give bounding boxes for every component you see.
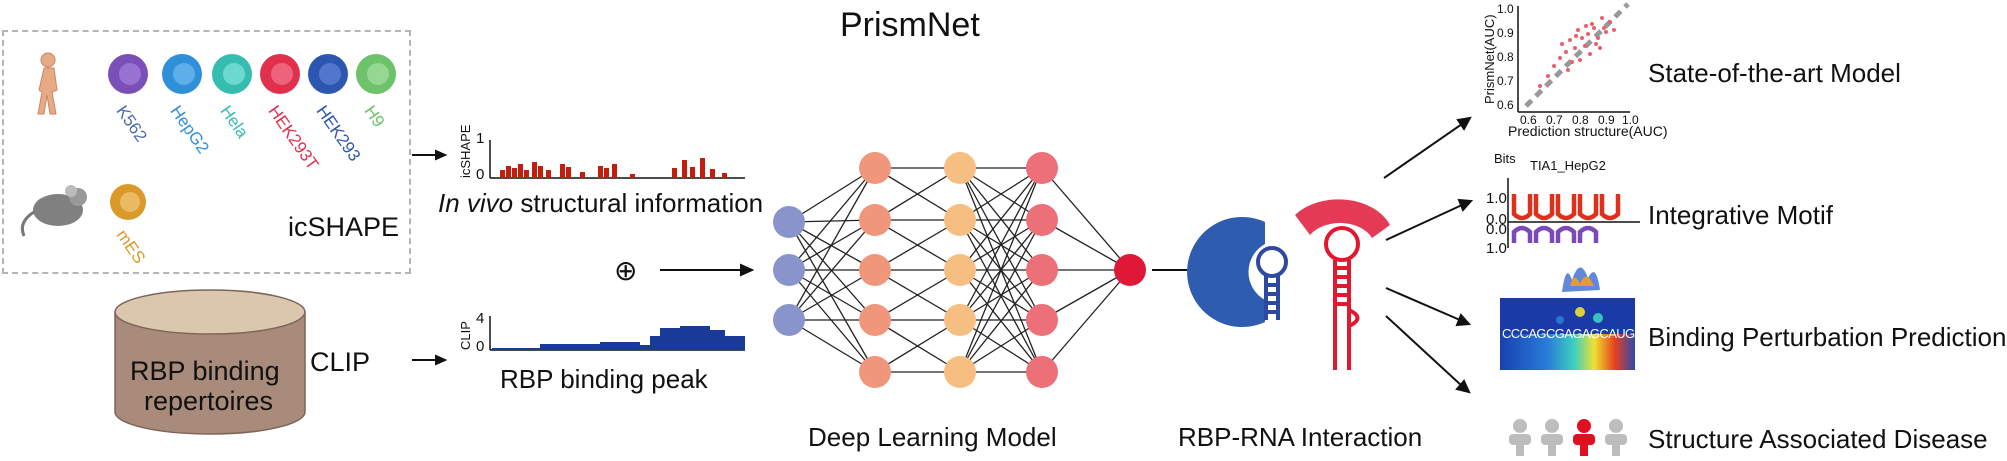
motif-name: TIA1_HepG2 — [1530, 158, 1606, 173]
perturbation-heatmap — [1500, 267, 1635, 370]
scatter-caption: State-of-the-art Model — [1648, 58, 1901, 88]
disease-icons — [1509, 419, 1627, 456]
scatter-plot — [1517, 2, 1630, 113]
interaction-caption: RBP-RNA Interaction — [1178, 422, 1423, 452]
perturbation-sequence: CCCAGCGAGAGCAUGAUCCCA — [1502, 326, 1686, 341]
icshape-tick-0: 0 — [476, 166, 485, 183]
motif-tick-top-0: 0.0 — [1486, 211, 1507, 228]
cell-line-hela-icon — [212, 54, 252, 94]
scatter-ylabel: PrismNet(AUC) — [1482, 14, 1497, 104]
scatter-xlabel: Prediction structure(AUC) — [1508, 123, 1668, 139]
motif-tick-bottom-1: 1.0 — [1486, 240, 1507, 257]
icshape-caption: In vivo structural information — [438, 188, 763, 219]
arrow-to-perturbation — [1385, 287, 1461, 321]
clip-axis-title: CLIP — [458, 321, 473, 350]
clip-tick-0: 0 — [476, 338, 485, 355]
repertoire-label-1: RBP binding — [130, 356, 280, 386]
input-panel — [2, 30, 411, 274]
cell-line-h9-icon — [356, 54, 396, 94]
scatter-ytick-2: 0.9 — [1497, 26, 1514, 40]
motif-logo — [1507, 178, 1640, 248]
motif-tick-top-1: 1.0 — [1486, 190, 1507, 207]
arrow-to-disease — [1385, 315, 1463, 387]
clip-tick-4: 4 — [476, 310, 485, 327]
cell-line-hek293t-icon — [260, 54, 300, 94]
cell-line-mes-icon — [110, 184, 146, 220]
icshape-caption-rest: structural information — [513, 188, 764, 218]
mouse-icon — [20, 185, 87, 237]
icshape-axis-title: icSHAPE — [458, 124, 473, 178]
scatter-xtick-1: 0.6 — [1520, 113, 1537, 127]
repertoire-cylinder — [114, 289, 306, 435]
clip-track — [489, 316, 745, 351]
scatter-xtick-4: 0.9 — [1598, 113, 1615, 127]
arrow-to-motif — [1385, 204, 1463, 241]
human-icon — [37, 52, 58, 115]
rbp-rna-interaction-icon — [1187, 199, 1390, 370]
scatter-ytick-4: 0.7 — [1497, 74, 1514, 88]
icshape-label: icSHAPE — [288, 212, 400, 242]
nn-nodes — [773, 152, 1146, 388]
repertoire-label-2: repertoires — [144, 386, 274, 416]
cell-line-k562-icon — [108, 54, 148, 94]
scatter-xtick-5: 1.0 — [1622, 113, 1639, 127]
icshape-track — [489, 140, 745, 179]
motif-bits-label: Bits — [1494, 151, 1516, 166]
motif-caption: Integrative Motif — [1648, 200, 1833, 230]
scatter-ytick-3: 0.8 — [1497, 50, 1514, 64]
page-title: PrismNet — [840, 6, 980, 44]
cell-line-hek293-icon — [308, 54, 348, 94]
scatter-xtick-2: 0.7 — [1546, 113, 1563, 127]
icshape-tick-1: 1 — [476, 130, 485, 147]
scatter-xtick-3: 0.8 — [1572, 113, 1589, 127]
disease-caption: Structure Associated Disease — [1648, 424, 1988, 454]
scatter-ytick-5: 0.6 — [1497, 98, 1514, 112]
plus-symbol: ⊕ — [614, 255, 638, 286]
clip-label: CLIP — [310, 347, 371, 377]
arrow-to-scatter — [1383, 123, 1463, 179]
perturbation-caption: Binding Perturbation Prediction — [1648, 322, 2007, 352]
motif-tick-bottom-0: 0.0 — [1486, 221, 1507, 238]
cell-line-hepg2-icon — [162, 54, 202, 94]
icshape-caption-italic: In vivo — [438, 188, 514, 218]
model-caption: Deep Learning Model — [808, 422, 1057, 452]
clip-caption: RBP binding peak — [500, 364, 708, 394]
scatter-ytick-1: 1.0 — [1497, 2, 1514, 16]
